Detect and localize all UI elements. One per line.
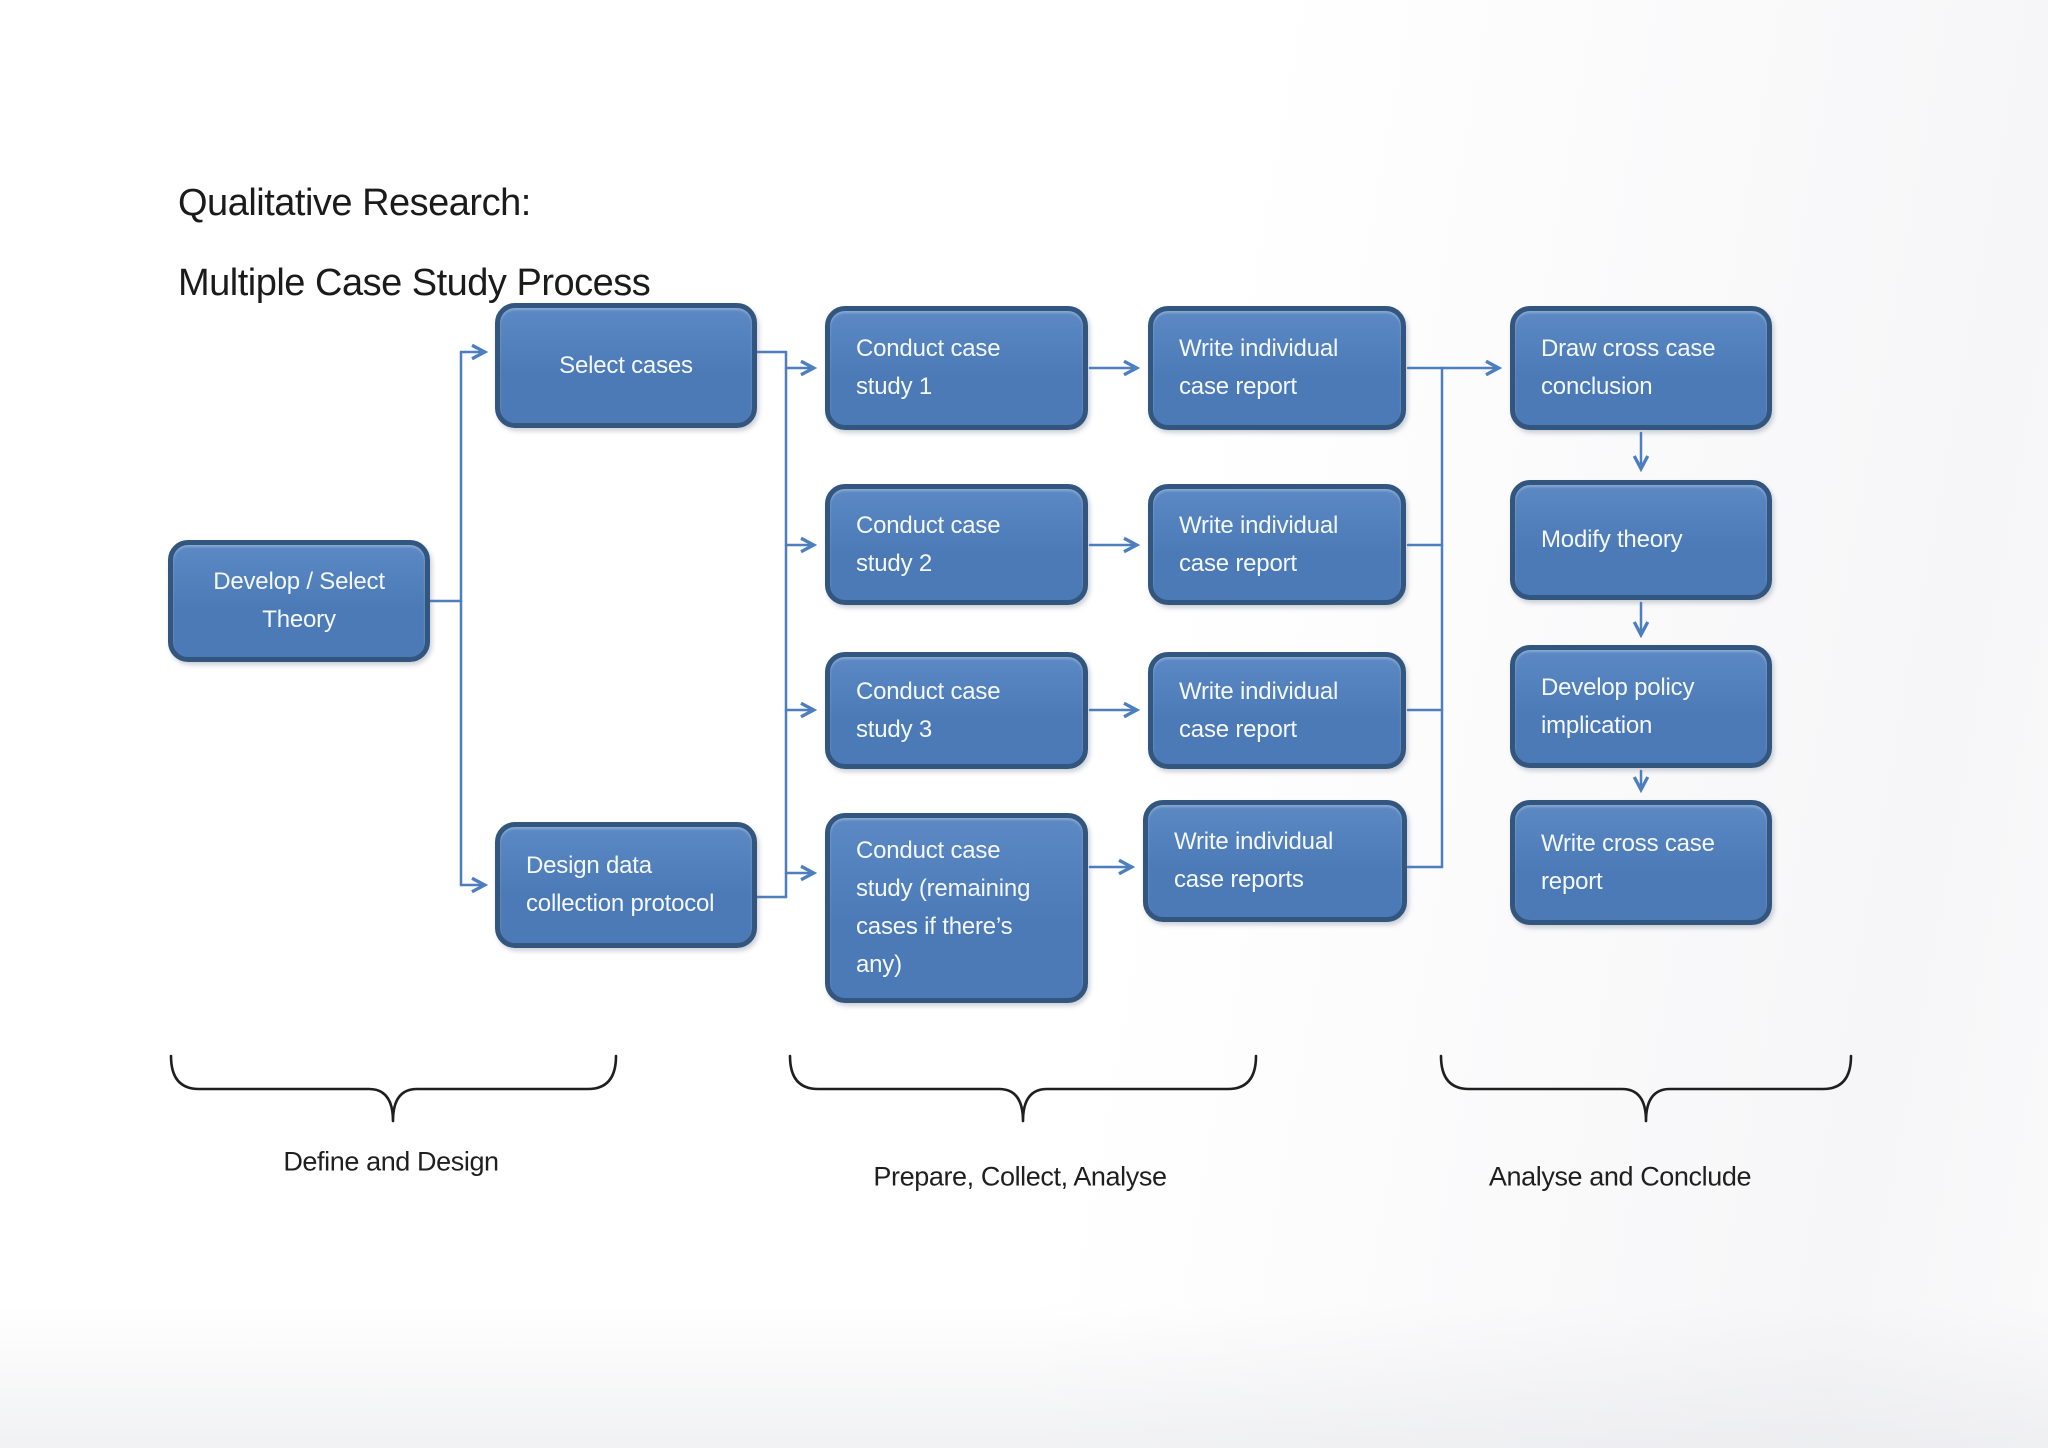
node-write-individual-case-report-2: Write individual case report	[1148, 484, 1406, 605]
braces	[169, 1054, 1853, 1123]
node-label-line: Write individual	[1179, 335, 1339, 362]
node-label-line: conclusion	[1541, 373, 1653, 400]
brace-analyse-and-conclude	[1439, 1054, 1853, 1123]
node-label-line: Conduct case	[856, 511, 1001, 539]
node-write-individual-case-report-1: Write individual case report	[1148, 306, 1406, 430]
node-label-line: study 2	[856, 549, 932, 577]
node-label-line: collection protocol	[526, 890, 715, 917]
node-label-line: any)	[856, 951, 902, 978]
node-label-line: report	[1541, 867, 1603, 895]
node-label-line: Draw cross case	[1541, 335, 1716, 362]
node-label-line: study 3	[856, 715, 932, 743]
group-analyse-and-conclude-label: Analyse and Conclude	[1488, 1161, 1752, 1192]
node-label-line: Write individual	[1179, 511, 1339, 539]
node-write-individual-case-report-3: Write individual case report	[1148, 652, 1406, 769]
node-develop-policy-implication: Develop policy implication	[1510, 645, 1772, 768]
connectors	[428, 352, 1641, 899]
node-label-line: implication	[1541, 711, 1653, 739]
node-modify-theory: Modify theory	[1510, 480, 1772, 600]
node-label-line: study (remaining	[856, 875, 1031, 902]
node-label-line: cases if there’s	[856, 913, 1013, 940]
node-label-line: Select cases	[559, 351, 693, 379]
node-label-line: Conduct case	[856, 837, 1001, 864]
node-label-line: Write individual	[1174, 828, 1334, 855]
node-conduct-case-study-2: Conduct case study 2	[825, 484, 1088, 605]
node-label-line: Theory	[262, 606, 336, 633]
node-label-line: Develop / Select	[213, 568, 385, 595]
node-label-line: Develop policy	[1541, 673, 1695, 701]
node-label-line: Write individual	[1179, 677, 1339, 705]
node-label-line: case reports	[1174, 866, 1304, 893]
node-conduct-case-study-3: Conduct case study 3	[825, 652, 1088, 769]
node-select-cases: Select cases	[495, 303, 757, 428]
page-title-line-1: Qualitative Research:	[178, 182, 531, 224]
node-label-line: Conduct case	[856, 335, 1001, 362]
group-define-and-design-label: Define and Design	[283, 1146, 499, 1177]
node-draw-cross-case-conclusion: Draw cross case conclusion	[1510, 306, 1772, 430]
node-label-line: Modify theory	[1541, 526, 1683, 553]
page-title-line-2: Multiple Case Study Process	[178, 262, 651, 304]
node-label-line: study 1	[856, 373, 932, 400]
node-label-line: case report	[1179, 549, 1297, 577]
node-write-individual-case-reports-4: Write individual case reports	[1143, 800, 1407, 922]
brace-prepare-collect-analyse	[788, 1054, 1258, 1123]
node-conduct-case-study-remaining: Conduct case study (remaining cases if the…	[825, 813, 1088, 1003]
node-label-line: case report	[1179, 715, 1297, 743]
node-label-line: Design data	[526, 852, 652, 879]
node-label-line: Conduct case	[856, 677, 1001, 705]
node-design-data-collection-protocol: Design data collection protocol	[495, 822, 757, 948]
node-label-line: case report	[1179, 373, 1297, 400]
node-write-cross-case-report: Write cross case report	[1510, 800, 1772, 925]
brace-define-and-design	[169, 1054, 618, 1123]
node-conduct-case-study-1: Conduct case study 1	[825, 306, 1088, 430]
node-label-line: Write cross case	[1541, 829, 1715, 857]
group-prepare-collect-analyse-label: Prepare, Collect, Analyse	[873, 1161, 1167, 1192]
